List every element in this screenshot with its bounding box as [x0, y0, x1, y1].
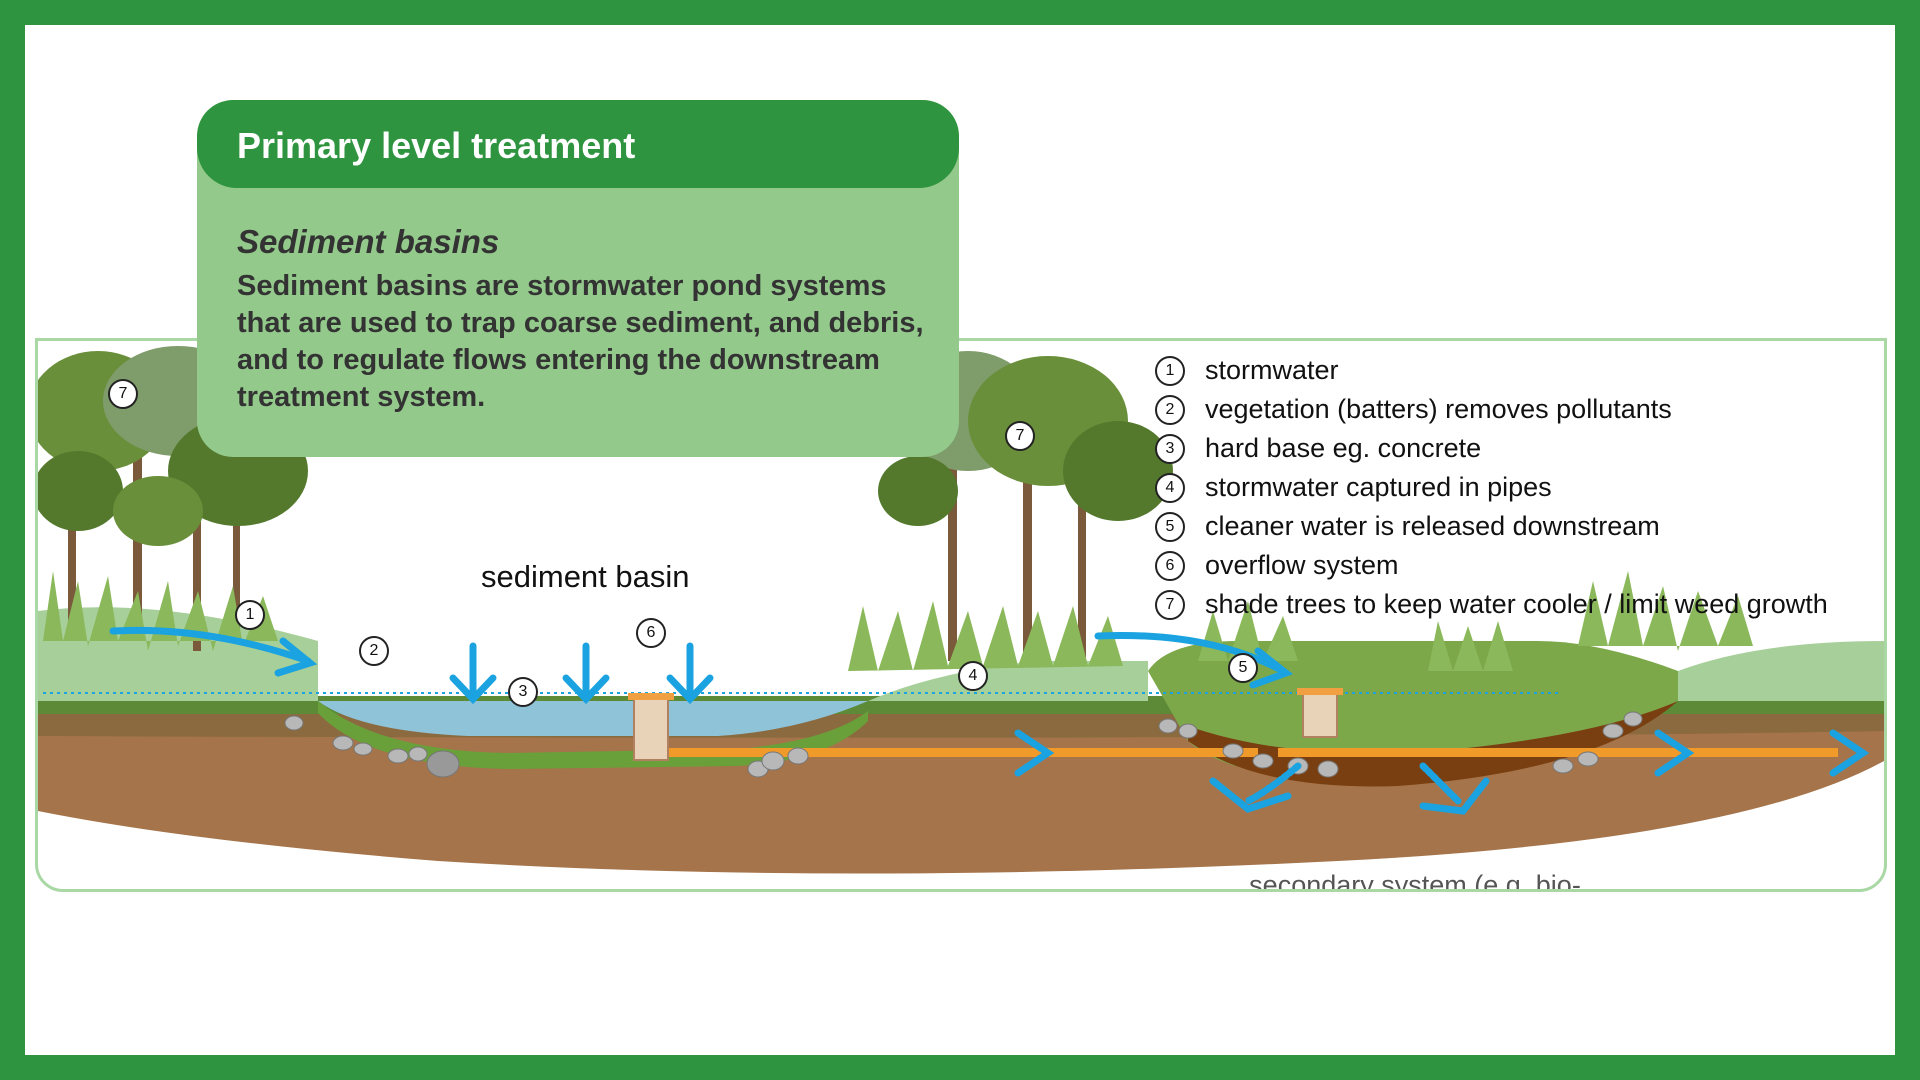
slide-frame: sediment basin secondary system (e.g. bi…: [25, 25, 1895, 1055]
secondary-system-label: secondary system (e.g. bio-retention sys…: [1249, 870, 1581, 892]
legend-num-4: 4: [1155, 473, 1185, 503]
inflow-arrow-2: [1094, 631, 1287, 675]
drain-arrow-1: [1244, 762, 1302, 805]
drain-arrow-2: [1419, 762, 1462, 805]
marker-2: 2: [359, 636, 389, 666]
pipe-2: [1278, 748, 1838, 757]
marker-5: 5: [1228, 653, 1258, 683]
marker-6: 6: [636, 618, 666, 648]
legend-text-3: hard base eg. concrete: [1205, 433, 1482, 463]
info-box-body: Sediment basins are stormwater pond syst…: [237, 270, 924, 413]
legend-num-5: 5: [1155, 512, 1185, 542]
legend-num-7: 7: [1155, 590, 1185, 620]
marker-4: 4: [958, 661, 988, 691]
legend-text-5: cleaner water is released downstream: [1205, 511, 1660, 541]
overflow-riser-cap: [628, 693, 674, 700]
legend-num-2: 2: [1155, 395, 1185, 425]
marker-7-middle: 7: [1005, 421, 1035, 451]
diagram-panel: sediment basin secondary system (e.g. bi…: [35, 338, 1887, 892]
marker-7-left: 7: [108, 379, 138, 409]
info-box-subtitle: Sediment basins: [237, 223, 500, 260]
bioretention-soil: [1188, 701, 1678, 787]
right-bank: [1678, 641, 1884, 701]
marker-3: 3: [508, 677, 538, 707]
legend-num-1: 1: [1155, 356, 1185, 386]
marker-1: 1: [235, 600, 265, 630]
info-box-header: [197, 100, 959, 188]
info-box: Primary level treatment Sediment basins …: [197, 100, 959, 457]
legend-text-4: stormwater captured in pipes: [1205, 472, 1552, 502]
middle-bank: [868, 661, 1148, 701]
info-box-title: Primary level treatment: [237, 125, 636, 166]
pipe-arrow-2: [1654, 729, 1695, 777]
pipe-arrow-1: [1014, 729, 1055, 777]
pipe-arrow-3: [1829, 729, 1870, 777]
flow-arrows: [109, 626, 1870, 815]
outlet-riser-cap: [1297, 688, 1343, 695]
sediment-basin-label: sediment basin: [481, 559, 690, 594]
legend-text-7: shade trees to keep water cooler / limit…: [1205, 589, 1828, 619]
legend-text-1: stormwater: [1205, 355, 1339, 385]
overflow-riser: [633, 697, 669, 761]
legend-text-2: vegetation (batters) removes pollutants: [1205, 394, 1672, 424]
pipe-1: [658, 748, 1258, 757]
legend-num-6: 6: [1155, 551, 1185, 581]
legend-text-6: overflow system: [1205, 550, 1399, 580]
cross-section-illustration: [38, 346, 1884, 874]
basin-water: [318, 701, 868, 736]
legend-num-3: 3: [1155, 434, 1185, 464]
outlet-riser: [1302, 692, 1338, 738]
rocks: [284, 711, 1643, 778]
inflow-arrow-1: [109, 626, 312, 665]
